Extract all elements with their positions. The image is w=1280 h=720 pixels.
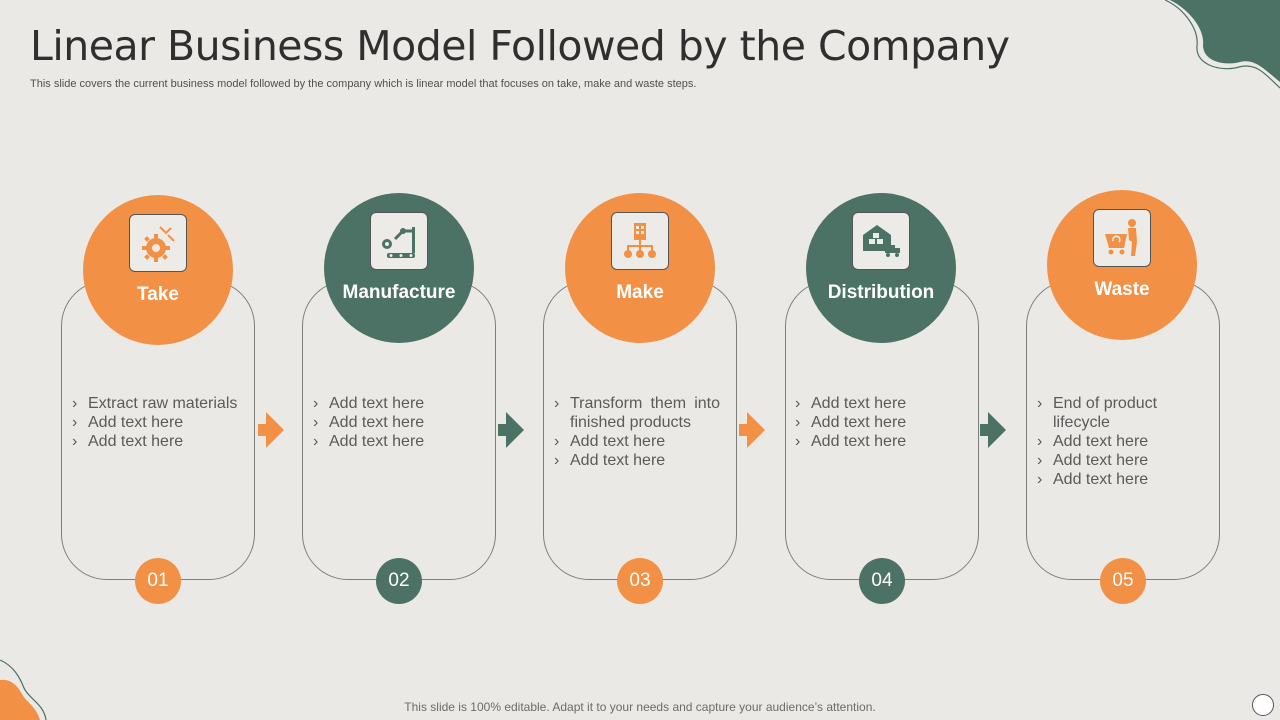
corner-blob-top-right [1165, 0, 1280, 89]
step-number-badge: 02 [376, 558, 422, 604]
robotic-arm-icon [382, 227, 415, 258]
step-icon-box [370, 212, 428, 270]
list-item: Add text here [793, 432, 961, 451]
list-item: Add text here [793, 394, 961, 413]
step-bullets-take: Extract raw materials Add text here Add … [70, 394, 238, 451]
person-recycle-cart-icon [1105, 219, 1137, 256]
corner-circle-icon [1252, 694, 1274, 716]
step-circle-distribution: Distribution [806, 193, 956, 343]
page-subtitle: This slide covers the current business m… [30, 78, 697, 90]
step-circle-manufacture: Manufacture [324, 193, 474, 343]
step-label: Waste [1094, 279, 1150, 300]
step-number-badge: 04 [859, 558, 905, 604]
list-item: Extract raw materials [70, 394, 238, 413]
step-label: Make [616, 282, 664, 303]
list-item: Add text here [311, 394, 479, 413]
step-icon-box [852, 212, 910, 270]
list-item: Add text here [70, 432, 238, 451]
list-item: Add text here [1035, 470, 1203, 489]
step-circle-waste: Waste [1047, 190, 1197, 340]
step-bullets-distribution: Add text here Add text here Add text her… [793, 394, 961, 451]
list-item: Transform them into finished products [552, 394, 720, 432]
gear-hand-icon [142, 226, 175, 262]
factory-network-icon [624, 223, 656, 258]
list-item: Add text here [1035, 451, 1203, 470]
step-label: Manufacture [342, 282, 456, 303]
list-item: Add text here [1035, 432, 1203, 451]
list-item: End of product lifecycle [1035, 394, 1203, 432]
list-item: Add text here [793, 413, 961, 432]
corner-blob-bottom-left [0, 659, 47, 720]
footer-note: This slide is 100% editable. Adapt it to… [404, 700, 876, 714]
step-circle-make: Make [565, 193, 715, 343]
arrow-right-icon [498, 412, 524, 448]
step-bullets-manufacture: Add text here Add text here Add text her… [311, 394, 479, 451]
list-item: Add text here [552, 432, 720, 451]
step-number-badge: 05 [1100, 558, 1146, 604]
arrow-right-icon [980, 412, 1006, 448]
list-item: Add text here [70, 413, 238, 432]
list-item: Add text here [311, 432, 479, 451]
step-icon-box [611, 212, 669, 270]
page-title: Linear Business Model Followed by the Co… [30, 22, 1010, 70]
warehouse-truck-icon [863, 225, 900, 257]
step-bullets-make: Transform them into finished products Ad… [552, 394, 720, 470]
step-label: Take [137, 284, 179, 305]
step-number-badge: 03 [617, 558, 663, 604]
step-number-badge: 01 [135, 558, 181, 604]
step-icon-box [129, 214, 187, 272]
step-circle-take: Take [83, 195, 233, 345]
step-icon-box [1093, 209, 1151, 267]
step-bullets-waste: End of product lifecycle Add text here A… [1035, 394, 1203, 489]
arrow-right-icon [739, 412, 765, 448]
arrow-right-icon [258, 412, 284, 448]
step-label: Distribution [827, 282, 935, 303]
list-item: Add text here [311, 413, 479, 432]
list-item: Add text here [552, 451, 720, 470]
